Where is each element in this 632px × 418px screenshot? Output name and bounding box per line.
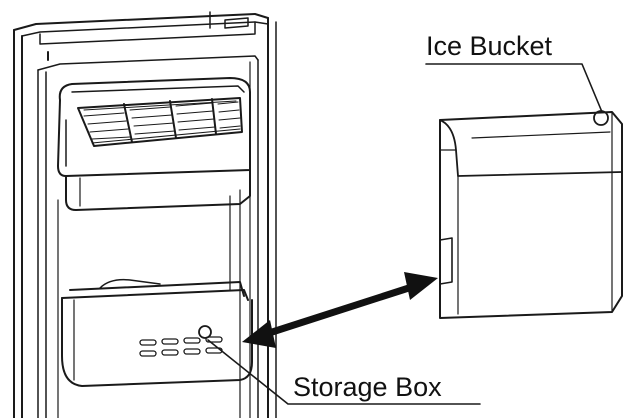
arrow-head-right	[404, 272, 438, 300]
ice-bucket-label: Ice Bucket	[426, 31, 553, 61]
ice-bucket-drawing	[439, 110, 623, 319]
storage-box-label: Storage Box	[293, 372, 442, 402]
storage-box-leader	[207, 339, 481, 405]
ice-maker-housing	[57, 77, 251, 211]
refrigerator-door	[13, 11, 277, 418]
double-arrow	[242, 272, 438, 348]
arrow-head-left	[242, 320, 276, 348]
storage-box-tray	[61, 278, 253, 387]
ice-bucket-leader	[425, 63, 603, 113]
